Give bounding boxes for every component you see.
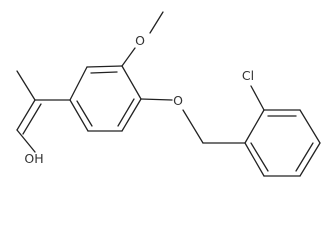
ring-a-bond-lower-right — [121, 98, 142, 132]
ring-a-bond-top — [86, 65, 123, 68]
ring-b-bond-bottom-right — [299, 142, 321, 177]
ring-a-double-inner-lower-right — [117, 98, 135, 127]
ring-a-bond-upper-left — [69, 66, 88, 101]
chemical-structure-diagram: O O Cl OH — [16, 11, 321, 177]
chlorine-label: Cl — [242, 68, 254, 83]
ether-oxygen-label: O — [173, 93, 183, 108]
ring-a-bond-lower-left — [69, 99, 89, 132]
bond-ring-to-ether-oxygen — [140, 98, 173, 101]
oxime-oh-label: OH — [24, 151, 43, 166]
bond-c-n-double-a — [16, 99, 36, 131]
ring-b-bond-left-lower — [244, 109, 265, 144]
bond-methoxy-oxygen-ring — [121, 47, 136, 67]
bond-c-n-double-b — [22, 103, 42, 135]
ring-a-double-inner-top — [90, 71, 118, 74]
ring-b-bond-top-right — [299, 109, 321, 144]
bond-ether-oxygen-to-ch2 — [182, 109, 204, 144]
ring-a-double-inner-lower-left — [76, 100, 93, 127]
bond-ring-b-to-chlorine — [250, 85, 265, 111]
ring-b-double-inner-left — [250, 142, 269, 172]
ring-a-bond-upper-right — [121, 65, 142, 100]
bond-n-to-oh — [16, 129, 36, 153]
bond-methoxy-methyl — [149, 11, 164, 34]
ring-b-double-inner-right — [295, 142, 314, 172]
bond-imine-carbon-methyl — [16, 70, 36, 101]
ring-b-bond-bottom-left — [244, 142, 265, 177]
methoxy-oxygen-label: O — [135, 33, 145, 48]
